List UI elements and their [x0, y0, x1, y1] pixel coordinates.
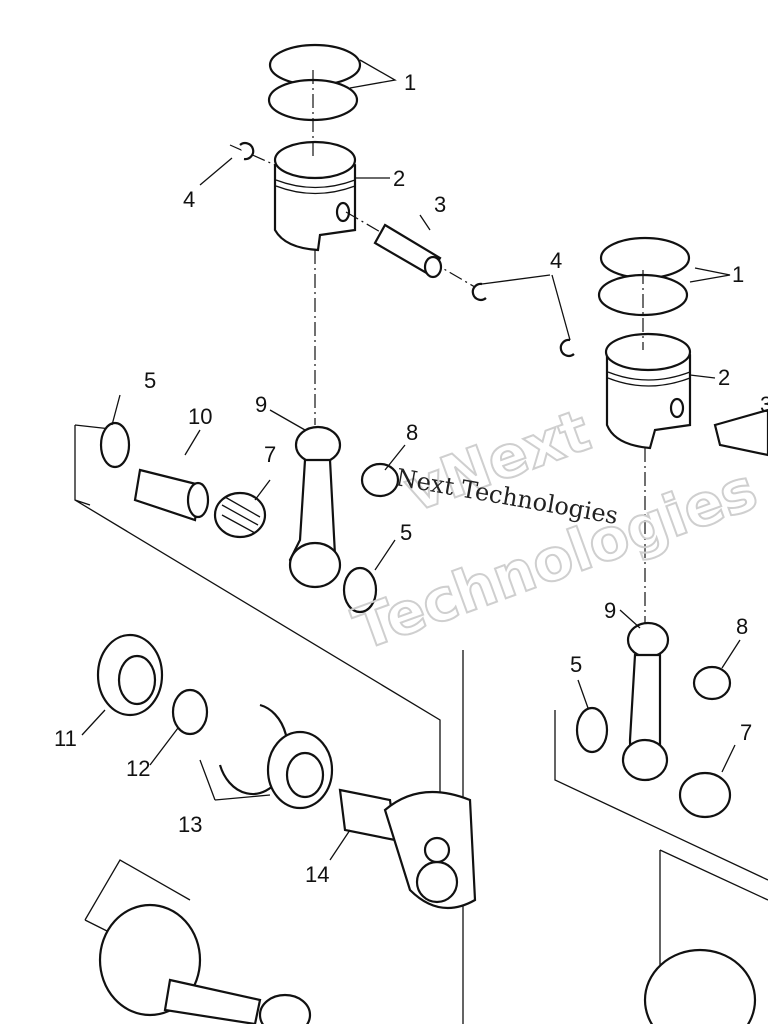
needle-bearing-8 — [360, 462, 400, 498]
piston-pin-left — [373, 223, 443, 279]
needle-bearing-8-right — [692, 665, 732, 701]
circlip-right — [559, 338, 575, 357]
callout-7: 7 — [264, 442, 276, 467]
callout-7: 7 — [740, 720, 752, 745]
callout-14: 14 — [305, 862, 329, 887]
lower-crankshaft-right — [643, 948, 757, 1024]
connecting-rod-left — [288, 425, 342, 589]
circlip-left — [239, 142, 255, 161]
callout-1: 1 — [732, 262, 744, 287]
piston-rings-right — [597, 236, 691, 317]
callout-4: 4 — [183, 187, 195, 212]
thrust-washer-5b — [342, 566, 378, 614]
circlip-mid — [471, 282, 487, 301]
lower-crankshaft-left — [98, 903, 312, 1024]
main-bearing-11 — [96, 633, 164, 717]
callout-3: 3 — [434, 192, 446, 217]
thrust-washer-5-right — [575, 706, 609, 754]
callout-13: 13 — [178, 812, 202, 837]
callout-11: 11 — [54, 726, 77, 751]
callout-8: 8 — [406, 420, 418, 445]
piston-rings-left — [267, 43, 362, 122]
piston-left — [273, 140, 357, 252]
callout-10: 10 — [188, 404, 212, 429]
piston-right — [604, 332, 692, 450]
callout-9: 9 — [604, 598, 616, 623]
callout-3: 3 — [760, 392, 768, 417]
callout-5: 5 — [400, 520, 412, 545]
callout-2: 2 — [718, 365, 730, 390]
callout-2: 2 — [393, 166, 405, 191]
connecting-rod-right — [621, 621, 670, 782]
needle-bearing-7 — [213, 491, 267, 539]
callout-8: 8 — [736, 614, 748, 639]
bearing-13b — [266, 730, 334, 810]
callout-4: 4 — [550, 248, 562, 273]
callout-9: 9 — [255, 392, 267, 417]
thrust-washer-5a — [99, 421, 131, 469]
callout-5: 5 — [144, 368, 156, 393]
piston-pin-right — [713, 408, 768, 457]
callout-1: 1 — [404, 70, 416, 95]
crankshaft-14 — [338, 788, 477, 910]
needle-bearing-7-right — [678, 771, 732, 819]
callout-12: 12 — [126, 756, 150, 781]
ring-12 — [171, 688, 209, 736]
callout-5: 5 — [570, 652, 582, 677]
wrist-pin-10 — [133, 468, 210, 522]
